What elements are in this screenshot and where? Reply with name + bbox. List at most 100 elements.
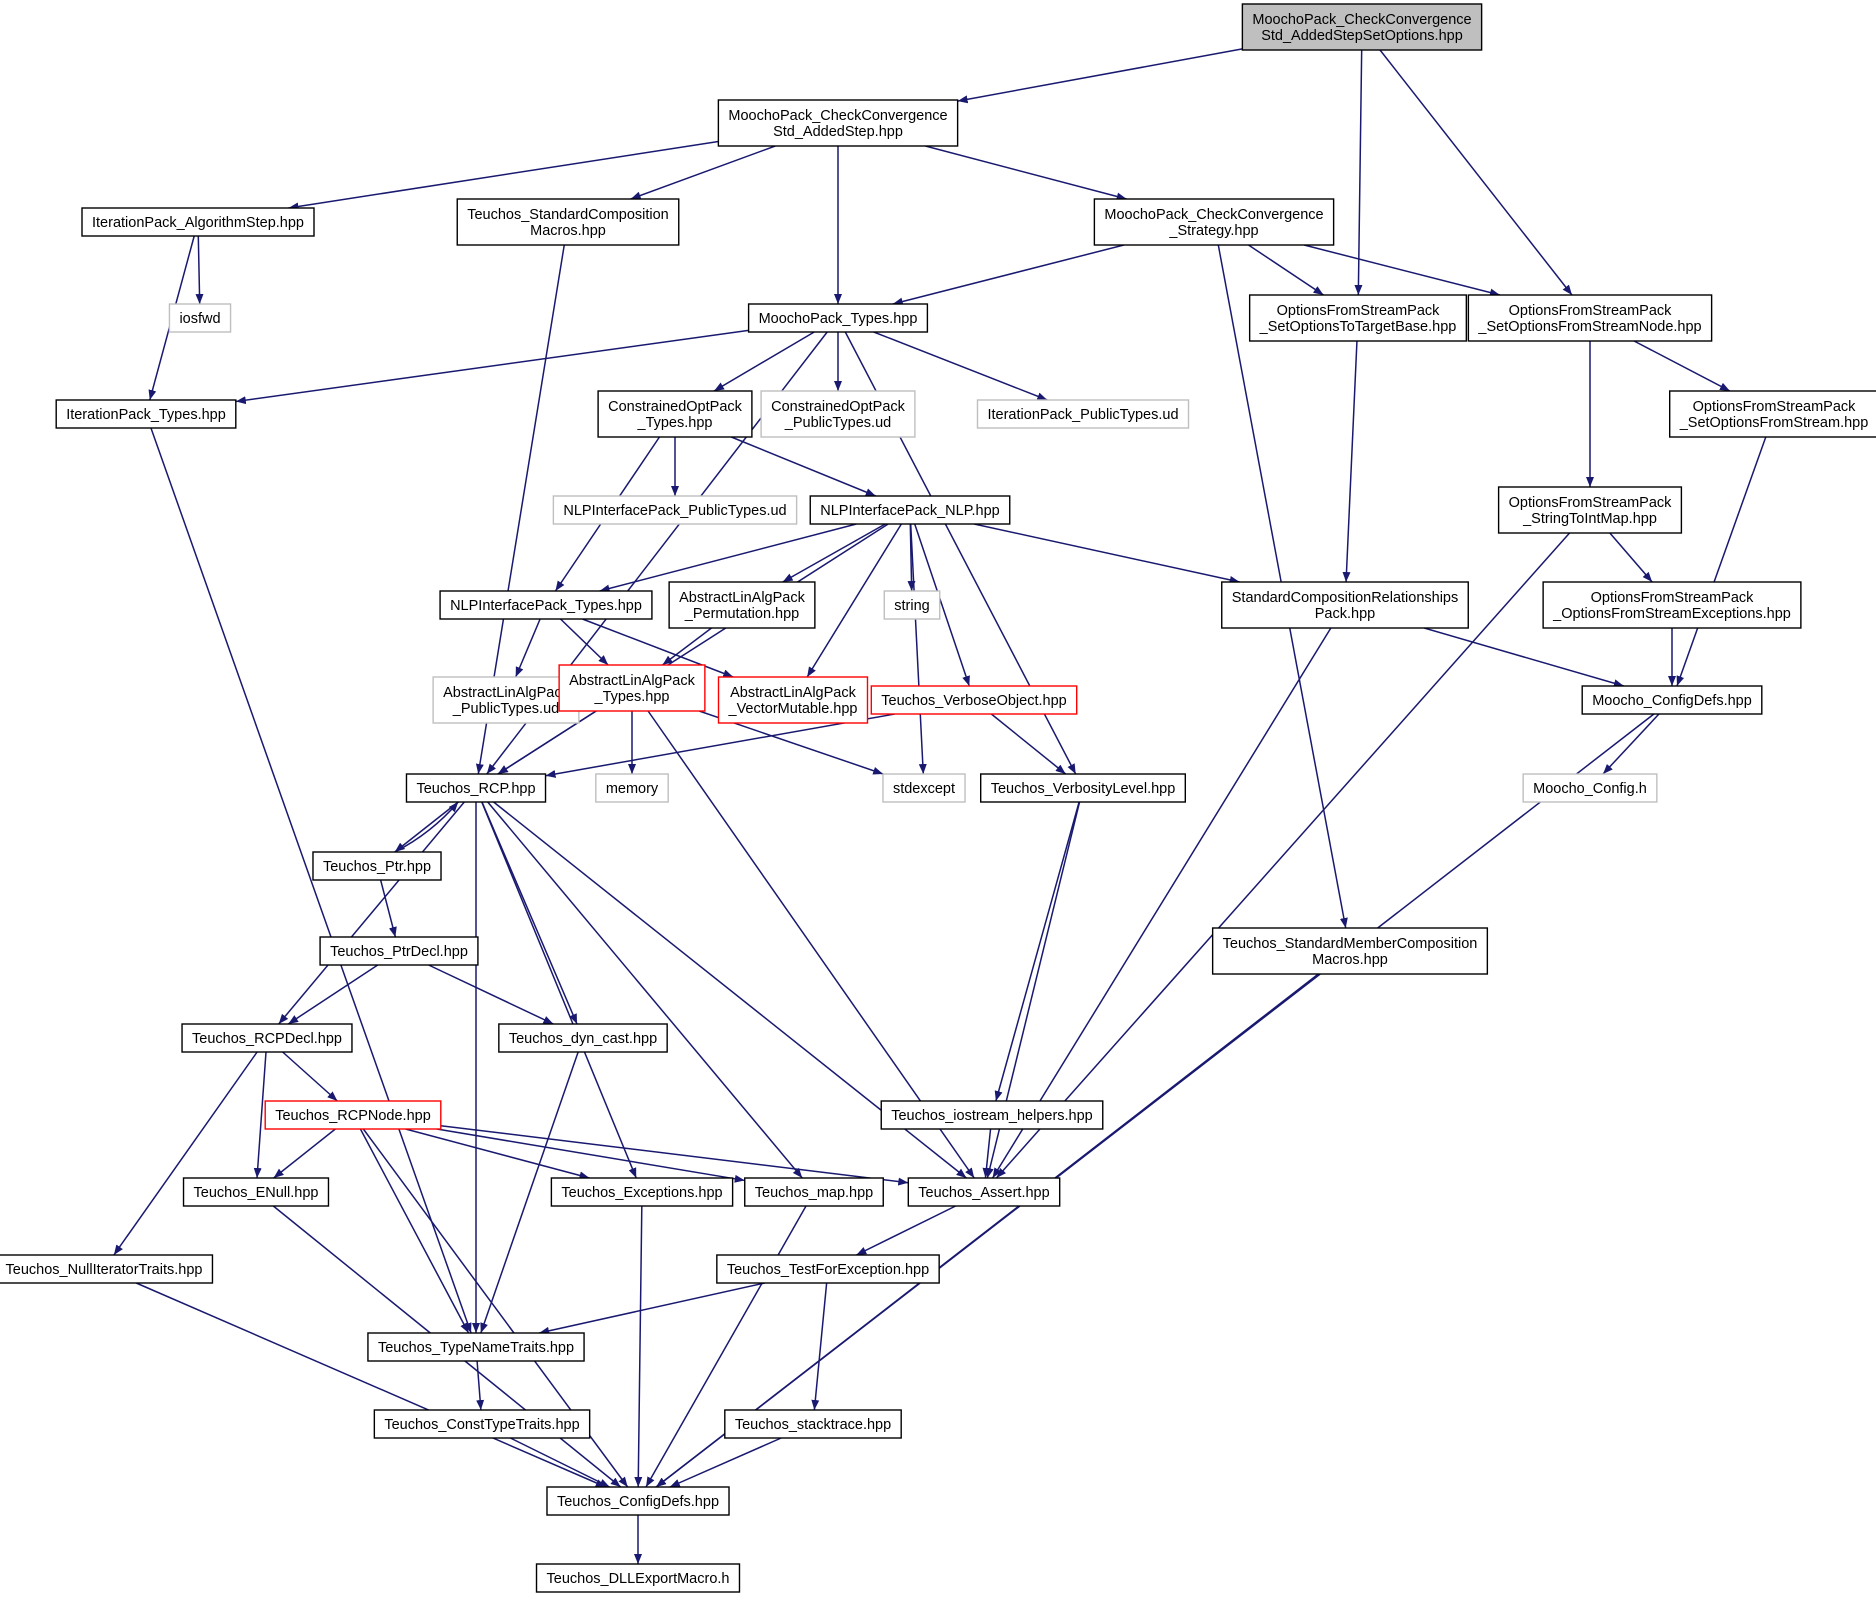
node-box[interactable]: [182, 1177, 330, 1207]
node-box[interactable]: [456, 198, 680, 246]
node-box[interactable]: [1093, 198, 1335, 246]
node-box[interactable]: [546, 1486, 730, 1516]
node-box[interactable]: [595, 773, 669, 803]
node-root[interactable]: MoochoPack_CheckConvergenceStd_AddedStep…: [1241, 3, 1483, 51]
node-box[interactable]: [0, 1254, 214, 1284]
node-memory[interactable]: memory: [595, 773, 669, 803]
node-box[interactable]: [1669, 390, 1876, 438]
node-box[interactable]: [979, 773, 1187, 803]
node-box[interactable]: [55, 399, 237, 429]
node-iterAlgStep[interactable]: IterationPack_AlgorithmStep.hpp: [81, 207, 315, 237]
node-constType[interactable]: Teuchos_ConstTypeTraits.hpp: [373, 1409, 591, 1439]
node-box[interactable]: [907, 1177, 1061, 1207]
node-iosfwd[interactable]: iosfwd: [168, 303, 232, 333]
node-box[interactable]: [1211, 927, 1489, 975]
node-ofsStream[interactable]: OptionsFromStreamPack_SetOptionsFromStre…: [1669, 390, 1876, 438]
node-coTypes[interactable]: ConstrainedOptPack_Types.hpp: [597, 390, 753, 438]
node-box[interactable]: [1542, 581, 1802, 629]
node-box[interactable]: [1248, 294, 1468, 342]
node-ptrDecl[interactable]: Teuchos_PtrDecl.hpp: [319, 936, 479, 966]
node-ofsStrToInt[interactable]: OptionsFromStreamPack_StringToIntMap.hpp: [1497, 486, 1683, 534]
node-testForExc[interactable]: Teuchos_TestForException.hpp: [716, 1254, 940, 1284]
node-rcpNode[interactable]: Teuchos_RCPNode.hpp: [264, 1100, 442, 1130]
node-box[interactable]: [717, 99, 959, 147]
node-box[interactable]: [976, 399, 1190, 429]
node-rcpDecl[interactable]: Teuchos_RCPDecl.hpp: [181, 1023, 353, 1053]
node-box[interactable]: [760, 390, 916, 438]
node-box[interactable]: [724, 1409, 902, 1439]
node-alaTypes[interactable]: AbstractLinAlgPack_Types.hpp: [558, 664, 706, 712]
node-dllExport[interactable]: Teuchos_DLLExportMacro.h: [535, 1563, 741, 1593]
node-ofsNode[interactable]: OptionsFromStreamPack_SetOptionsFromStre…: [1467, 294, 1713, 342]
node-box[interactable]: [717, 676, 869, 724]
node-coPublicUd[interactable]: ConstrainedOptPack_PublicTypes.ud: [760, 390, 916, 438]
node-box[interactable]: [552, 495, 798, 525]
node-box[interactable]: [882, 773, 966, 803]
node-box[interactable]: [168, 303, 232, 333]
node-box[interactable]: [535, 1563, 741, 1593]
node-exceptions[interactable]: Teuchos_Exceptions.hpp: [550, 1177, 734, 1207]
node-iterTypes[interactable]: IterationPack_Types.hpp: [55, 399, 237, 429]
node-nlpPublicUd[interactable]: NLPInterfacePack_PublicTypes.ud: [552, 495, 798, 525]
node-box[interactable]: [367, 1332, 585, 1362]
node-box[interactable]: [1522, 773, 1658, 803]
node-box[interactable]: [264, 1100, 442, 1130]
node-box[interactable]: [883, 590, 941, 620]
node-mochoConfigH[interactable]: Moocho_Config.h: [1522, 773, 1658, 803]
node-box[interactable]: [432, 676, 580, 724]
node-assert[interactable]: Teuchos_Assert.hpp: [907, 1177, 1061, 1207]
node-teuchosCfg[interactable]: Teuchos_ConfigDefs.hpp: [546, 1486, 730, 1516]
node-box[interactable]: [668, 581, 816, 629]
node-box[interactable]: [312, 851, 442, 881]
node-alaPerm[interactable]: AbstractLinAlgPack_Permutation.hpp: [668, 581, 816, 629]
node-iostreamHelpers[interactable]: Teuchos_iostream_helpers.hpp: [880, 1100, 1104, 1130]
node-box[interactable]: [1497, 486, 1683, 534]
node-box[interactable]: [181, 1023, 353, 1053]
node-alaVecMut[interactable]: AbstractLinAlgPack_VectorMutable.hpp: [717, 676, 869, 724]
node-nlpNLP[interactable]: NLPInterfacePack_NLP.hpp: [809, 495, 1011, 525]
node-ccStrategy[interactable]: MoochoPack_CheckConvergence_Strategy.hpp: [1093, 198, 1335, 246]
node-rcp[interactable]: Teuchos_RCP.hpp: [405, 773, 547, 803]
node-box[interactable]: [81, 207, 315, 237]
node-box[interactable]: [1581, 685, 1763, 715]
node-nlpTypes[interactable]: NLPInterfacePack_Types.hpp: [439, 590, 653, 620]
node-ofsExc[interactable]: OptionsFromStreamPack_OptionsFromStreamE…: [1542, 581, 1802, 629]
node-box[interactable]: [809, 495, 1011, 525]
node-dynCast[interactable]: Teuchos_dyn_cast.hpp: [498, 1023, 668, 1053]
node-box[interactable]: [405, 773, 547, 803]
node-box[interactable]: [439, 590, 653, 620]
node-box[interactable]: [597, 390, 753, 438]
node-ccAdded[interactable]: MoochoPack_CheckConvergenceStd_AddedStep…: [717, 99, 959, 147]
node-stdexcept[interactable]: stdexcept: [882, 773, 966, 803]
node-typeName[interactable]: Teuchos_TypeNameTraits.hpp: [367, 1332, 585, 1362]
node-verboseObj[interactable]: Teuchos_VerboseObject.hpp: [870, 685, 1078, 715]
node-map[interactable]: Teuchos_map.hpp: [744, 1177, 884, 1207]
node-box[interactable]: [716, 1254, 940, 1284]
node-stacktrace[interactable]: Teuchos_stacktrace.hpp: [724, 1409, 902, 1439]
node-box[interactable]: [550, 1177, 734, 1207]
node-box[interactable]: [498, 1023, 668, 1053]
node-box[interactable]: [1467, 294, 1713, 342]
node-string[interactable]: string: [883, 590, 941, 620]
node-box[interactable]: [373, 1409, 591, 1439]
node-stdMemberComp[interactable]: Teuchos_StandardMemberCompositionMacros.…: [1211, 927, 1489, 975]
node-box[interactable]: [870, 685, 1078, 715]
node-box[interactable]: [747, 303, 929, 333]
node-box[interactable]: [1241, 3, 1483, 51]
node-box[interactable]: [1221, 581, 1469, 629]
node-ptr[interactable]: Teuchos_Ptr.hpp: [312, 851, 442, 881]
node-enull[interactable]: Teuchos_ENull.hpp: [182, 1177, 330, 1207]
node-box[interactable]: [744, 1177, 884, 1207]
node-box[interactable]: [558, 664, 706, 712]
node-box[interactable]: [319, 936, 479, 966]
node-moochoTypes[interactable]: MoochoPack_Types.hpp: [747, 303, 929, 333]
node-box[interactable]: [880, 1100, 1104, 1130]
node-iterPublicUd[interactable]: IterationPack_PublicTypes.ud: [976, 399, 1190, 429]
node-nullIter[interactable]: Teuchos_NullIteratorTraits.hpp: [0, 1254, 214, 1284]
node-alaPublicUd[interactable]: AbstractLinAlgPack_PublicTypes.ud: [432, 676, 580, 724]
node-ofsTarget[interactable]: OptionsFromStreamPack_SetOptionsToTarget…: [1248, 294, 1468, 342]
node-verbLevel[interactable]: Teuchos_VerbosityLevel.hpp: [979, 773, 1187, 803]
node-moochoCfg[interactable]: Moocho_ConfigDefs.hpp: [1581, 685, 1763, 715]
